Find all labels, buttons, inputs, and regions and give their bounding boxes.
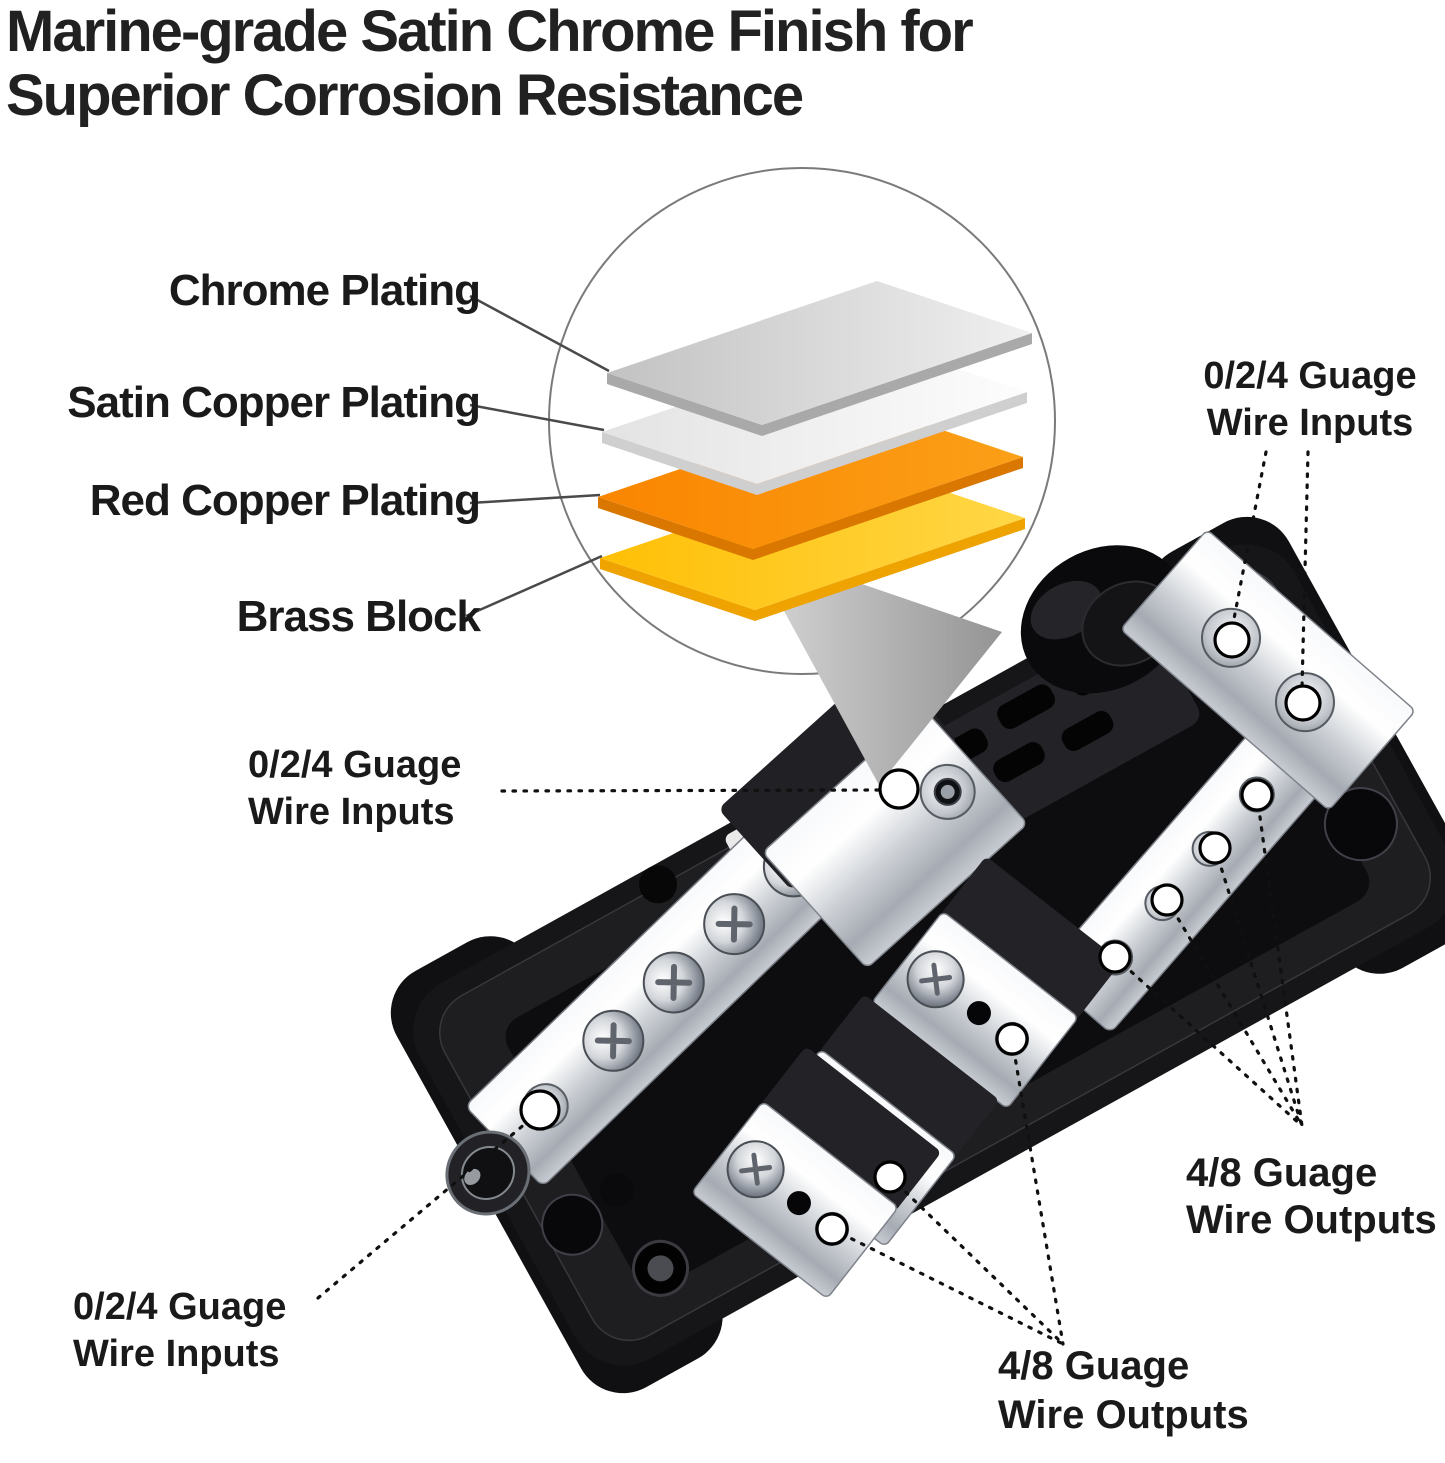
page-title: Marine-grade Satin Chrome Finish for Sup… bbox=[6, 0, 974, 128]
dome-screw bbox=[906, 950, 965, 1009]
callout-line: 0/2/4 Guage bbox=[1203, 355, 1417, 397]
dome-screw bbox=[726, 1140, 785, 1199]
callout-line: Wire Outputs bbox=[1186, 1198, 1437, 1242]
wire-barrel bbox=[445, 1130, 531, 1216]
plating-leader-lines bbox=[465, 294, 610, 618]
callout-markers bbox=[519, 621, 1322, 1246]
dome-screw bbox=[582, 1009, 645, 1072]
page-title-line2: Superior Corrosion Resistance bbox=[6, 63, 804, 128]
callout-input-middle-left: 0/2/4 Guage Wire Inputs bbox=[248, 742, 461, 836]
fuse-distribution-block bbox=[390, 516, 1445, 1394]
callout-input-bottom-left: 0/2/4 Guage Wire Inputs bbox=[73, 1284, 286, 1378]
callout-input-top-right: 0/2/4 Guage Wire Inputs bbox=[1180, 353, 1440, 447]
callout-output-bottom: 4/8 Guage Wire Outputs bbox=[998, 1342, 1249, 1440]
label-chrome-plating: Chrome Plating bbox=[168, 266, 481, 315]
block-hole bbox=[966, 1001, 991, 1026]
label-satin-copper-plating: Satin Copper Plating bbox=[67, 378, 481, 427]
callout-line: Wire Inputs bbox=[1206, 402, 1414, 444]
input-set-screw bbox=[919, 763, 976, 820]
callout-line: 0/2/4 Guage bbox=[248, 744, 462, 786]
label-red-copper-plating: Red Copper Plating bbox=[89, 476, 481, 525]
dome-screw bbox=[703, 893, 766, 956]
red-copper-layer bbox=[598, 405, 1023, 560]
chrome-layer bbox=[607, 281, 1032, 436]
callout-line: 4/8 Guage bbox=[998, 1344, 1190, 1388]
block-hole bbox=[786, 1191, 811, 1216]
callout-line: Wire Inputs bbox=[73, 1333, 280, 1375]
body-dimple bbox=[599, 1172, 634, 1207]
left-terminal-strip bbox=[445, 791, 869, 1216]
callout-line: Wire Inputs bbox=[248, 791, 455, 833]
callout-line: Wire Outputs bbox=[998, 1393, 1249, 1437]
page-title-line1: Marine-grade Satin Chrome Finish for bbox=[6, 0, 974, 64]
dome-screw bbox=[642, 951, 705, 1014]
label-brass-block: Brass Block bbox=[236, 592, 481, 641]
body-dimple bbox=[639, 865, 678, 904]
callout-leader-lines bbox=[316, 450, 1310, 1346]
pointer-arrow bbox=[748, 545, 1002, 785]
callout-line: 4/8 Guage bbox=[1186, 1151, 1378, 1195]
callout-line: 0/2/4 Guage bbox=[73, 1286, 287, 1328]
callout-output-right: 4/8 Guage Wire Outputs bbox=[1186, 1150, 1437, 1244]
mounting-hole-center bbox=[647, 1255, 674, 1282]
